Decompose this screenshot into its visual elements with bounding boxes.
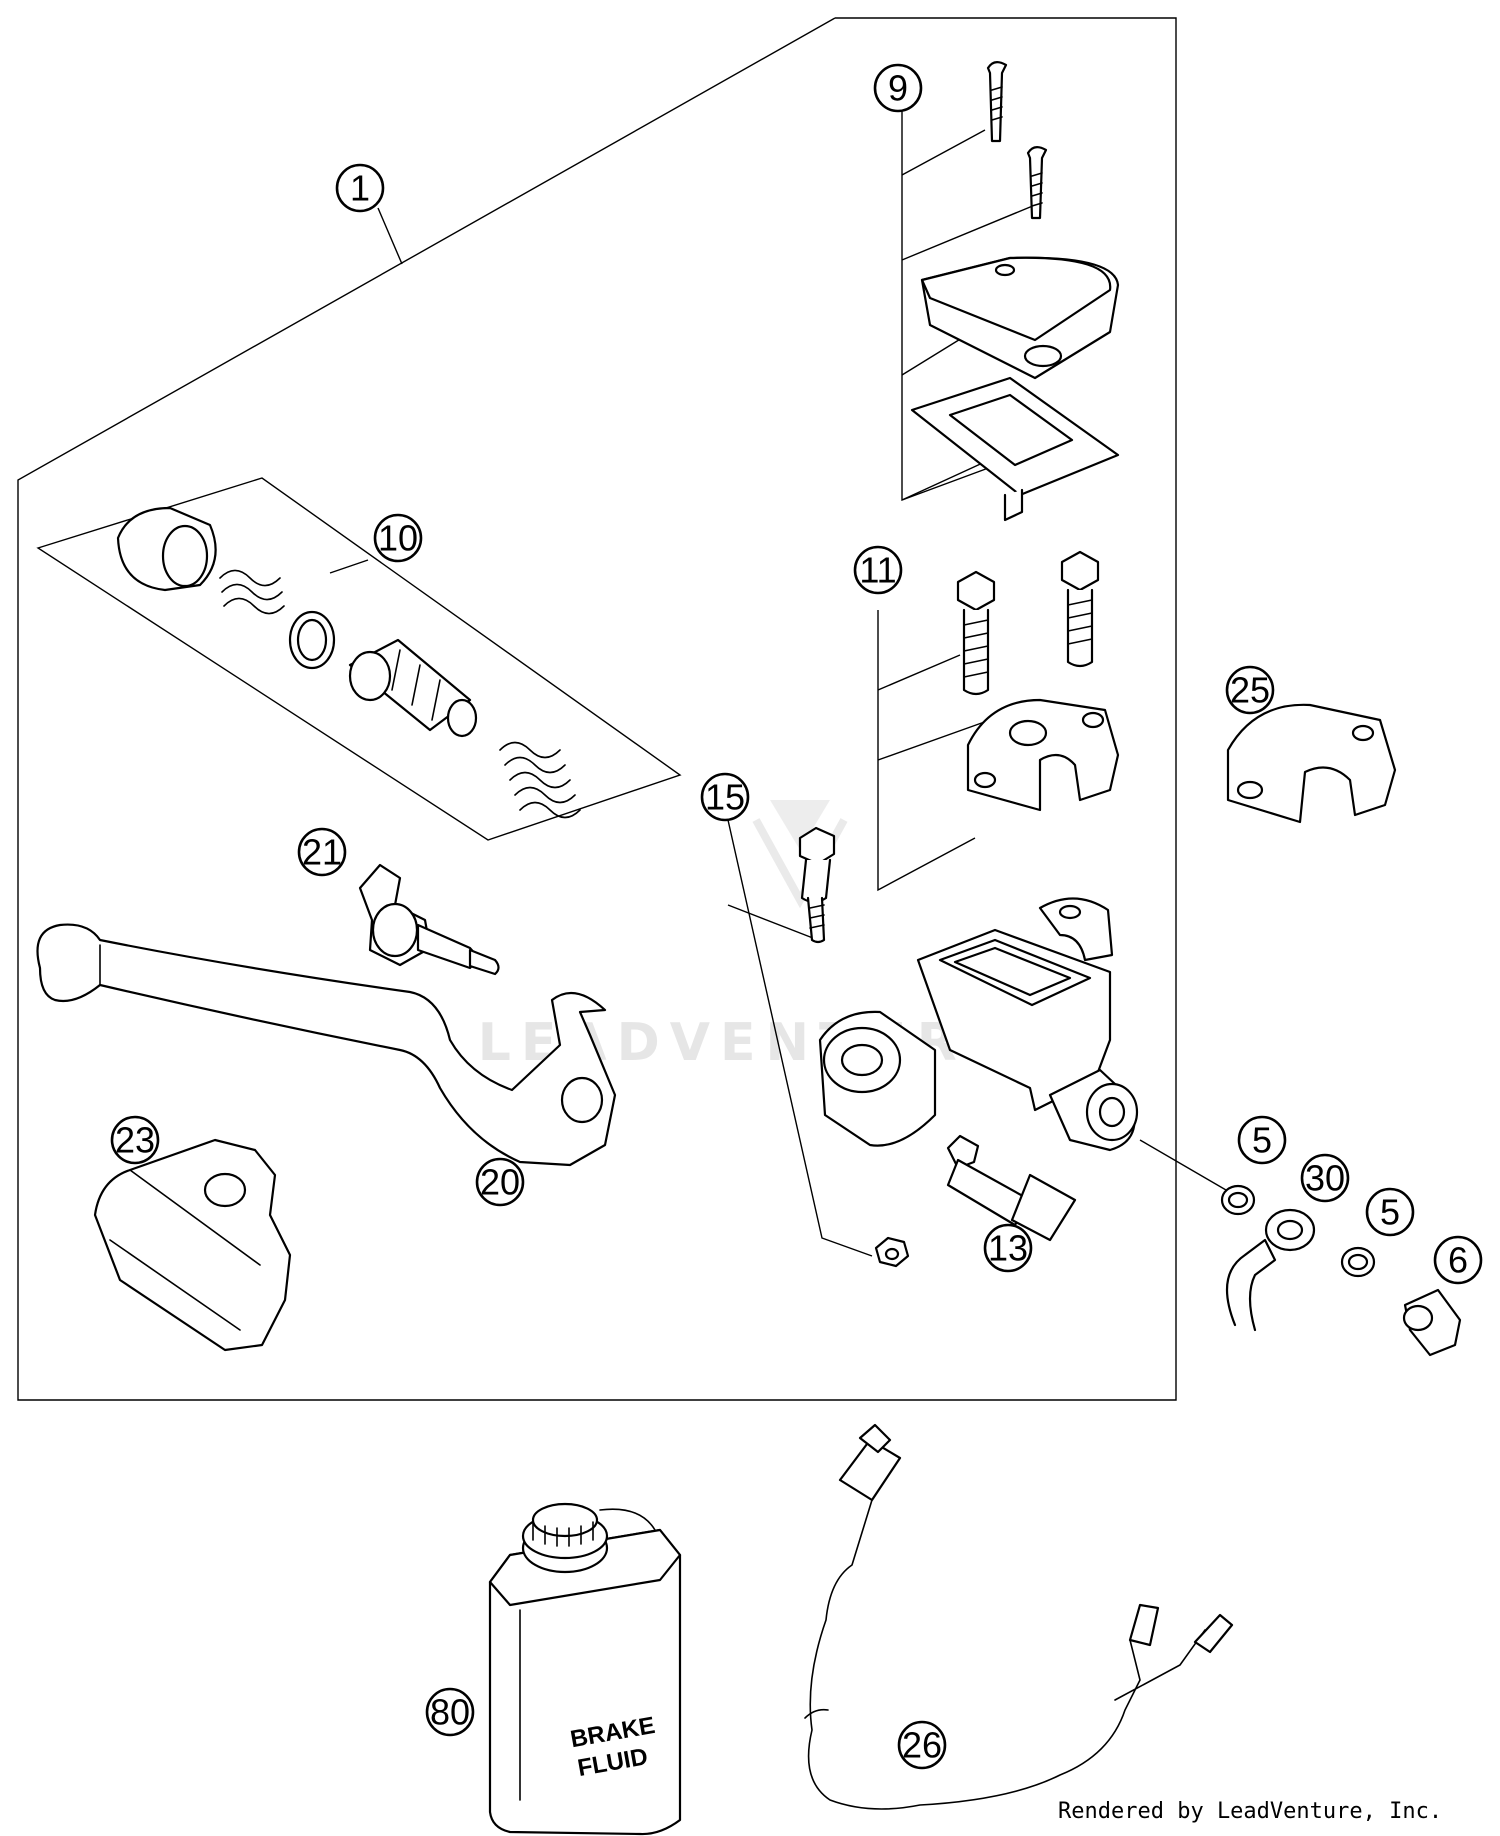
callout-20: 20	[475, 1157, 525, 1207]
kit-frame	[17, 17, 1177, 1401]
callout-10: 10	[373, 513, 423, 563]
callout-1: 1	[335, 163, 385, 213]
part-15-pivot-bolt	[798, 826, 910, 1268]
svg-text:5: 5	[1252, 1120, 1272, 1161]
callout-5a: 5	[1237, 1115, 1287, 1165]
svg-text:15: 15	[705, 777, 745, 818]
svg-text:9: 9	[888, 68, 908, 109]
part-26-wiring-harness	[804, 1423, 1234, 1810]
svg-text:10: 10	[378, 518, 418, 559]
callout-23: 23	[110, 1115, 160, 1165]
svg-text:13: 13	[988, 1228, 1028, 1269]
part-21-adjuster	[358, 863, 500, 976]
hose-fittings	[1220, 1184, 1462, 1357]
callout-5b: 5	[1365, 1187, 1415, 1237]
svg-text:80: 80	[430, 1692, 470, 1733]
callout-13: 13	[983, 1223, 1033, 1273]
callout-11: 11	[853, 545, 903, 595]
part-10-piston-kit	[36, 477, 682, 841]
callout-26: 26	[897, 1720, 947, 1770]
part-9-reservoir-cover-set	[910, 61, 1120, 522]
svg-text:30: 30	[1305, 1158, 1345, 1199]
part-25-clamp	[1226, 703, 1397, 824]
part-13-switch	[946, 1134, 1077, 1242]
part-23-cover	[93, 1138, 292, 1352]
callout-6: 6	[1433, 1235, 1483, 1285]
part-80-brake-fluid-can	[488, 1502, 682, 1836]
callout-25: 25	[1225, 665, 1275, 715]
callout-9: 9	[873, 63, 923, 113]
svg-text:21: 21	[302, 832, 342, 873]
part-20-lever	[36, 923, 617, 1167]
part-11-clamp-set	[956, 550, 1120, 812]
callout-21: 21	[297, 827, 347, 877]
svg-text:23: 23	[115, 1120, 155, 1161]
svg-text:6: 6	[1448, 1240, 1468, 1281]
svg-text:25: 25	[1230, 670, 1270, 711]
callout-30: 30	[1300, 1153, 1350, 1203]
svg-text:26: 26	[902, 1725, 942, 1766]
leader-lines	[329, 110, 1227, 1257]
callout-15: 15	[700, 772, 750, 822]
svg-text:1: 1	[350, 168, 370, 209]
svg-text:11: 11	[859, 550, 896, 591]
svg-text:20: 20	[480, 1162, 520, 1203]
rendered-by-credit: Rendered by LeadVenture, Inc.	[1058, 1799, 1442, 1824]
callout-80: 80	[425, 1687, 475, 1737]
master-cylinder-body	[818, 897, 1139, 1152]
svg-text:5: 5	[1380, 1192, 1400, 1233]
